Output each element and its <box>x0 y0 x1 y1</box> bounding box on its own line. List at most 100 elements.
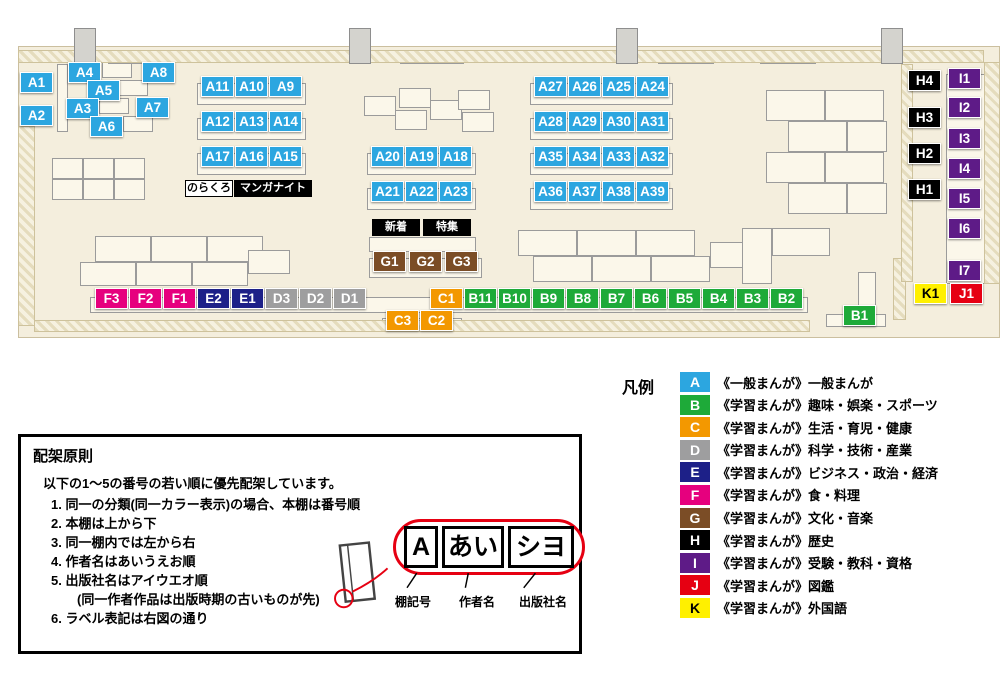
legend-category: 一般まんが <box>808 375 874 391</box>
legend-color-box-C: C <box>680 417 710 438</box>
shelf-label-I7: I7 <box>948 260 981 281</box>
legend-category: 歴史 <box>808 533 835 549</box>
legend-type: 《学習まんが》 <box>717 398 809 414</box>
sign-label-1: マンガナイト <box>234 180 312 197</box>
shelf-label-A13: A13 <box>235 111 268 132</box>
legend-category: 文化・音楽 <box>808 511 874 527</box>
label-annotation-2: 作者名 <box>459 595 496 609</box>
shelf-block <box>462 112 494 132</box>
shelf-label-A23: A23 <box>439 181 472 202</box>
shelf-label-A39: A39 <box>636 181 669 202</box>
shelving-principles-box: 配架原則 以下の1〜5の番号の若い順に優先配架しています。 1. 同一の分類(同… <box>18 434 585 654</box>
shelf-block <box>192 262 248 286</box>
legend-color-box-F: F <box>680 484 710 505</box>
shelf-label-A28: A28 <box>534 111 567 132</box>
pillar <box>349 28 371 64</box>
shelf-label-C2: C2 <box>420 310 453 331</box>
sign-label-0: のらくろ <box>185 180 233 197</box>
legend-item-G: G《学習まんが》文化・音楽 <box>680 507 1000 528</box>
shelf-label-A25: A25 <box>602 76 635 97</box>
principle-rule-3: 3. 同一棚内では左から右 <box>51 535 196 550</box>
legend-color-box-K: K <box>680 597 710 618</box>
shelf-label-A35: A35 <box>534 146 567 167</box>
shelf-label-I1: I1 <box>948 68 981 89</box>
shelf-label-G3: G3 <box>445 251 478 272</box>
shelf-label-A21: A21 <box>371 181 404 202</box>
legend-category: 外国語 <box>808 601 848 617</box>
shelf-label-B6: B6 <box>634 288 667 309</box>
shelf-block <box>151 236 207 262</box>
wall-hatch <box>18 126 35 326</box>
shelf-block <box>518 230 577 256</box>
shelf-block <box>772 228 830 256</box>
shelf-label-A6: A6 <box>90 116 123 137</box>
shelf-label-A19: A19 <box>405 146 438 167</box>
legend-type: 《一般まんが》 <box>717 375 809 391</box>
shelf-label-F2: F2 <box>129 288 162 309</box>
shelf-block <box>80 262 136 286</box>
legend-type: 《学習まんが》 <box>717 601 809 617</box>
wall-hatch <box>18 50 984 63</box>
sign-label-2: 新着 <box>372 219 420 236</box>
annotation-line-2 <box>464 573 469 588</box>
shelf-label-H1: H1 <box>908 179 941 200</box>
shelf-block <box>83 179 114 200</box>
shelf-label-H4: H4 <box>908 70 941 91</box>
shelf-label-J1: J1 <box>950 283 983 304</box>
shelf-label-A16: A16 <box>235 146 268 167</box>
shelf-label-H2: H2 <box>908 143 941 164</box>
legend-item-A: A 《一般まんが》一般まんが <box>680 372 1000 392</box>
legend-category: 図鑑 <box>808 578 835 594</box>
shelf-label-D1: D1 <box>333 288 366 309</box>
shelf-label-A36: A36 <box>534 181 567 202</box>
shelf-label-A2: A2 <box>20 105 53 126</box>
legend-color-box-A: A <box>680 372 710 392</box>
legend-category: 科学・技術・産業 <box>808 443 913 459</box>
legend-category: ビジネス・政治・経済 <box>808 465 939 481</box>
shelf-label-C3: C3 <box>386 310 419 331</box>
sign-label-3: 特集 <box>423 219 471 236</box>
principles-intro: 以下の1〜5の番号の若い順に優先配架しています。 <box>43 476 342 491</box>
legend-color-box-E: E <box>680 462 710 483</box>
label-author: あい <box>442 526 504 568</box>
shelf-label-A7: A7 <box>136 97 169 118</box>
shelf-block <box>458 90 490 110</box>
shelf-label-G1: G1 <box>373 251 406 272</box>
shelf-label-B10: B10 <box>498 288 531 309</box>
legend-category: 受験・教科・資格 <box>808 556 913 572</box>
legend-type: 《学習まんが》 <box>717 443 809 459</box>
shelf-label-A8: A8 <box>142 62 175 83</box>
principles-title: 配架原則 <box>33 448 94 465</box>
shelf-label-A24: A24 <box>636 76 669 97</box>
legend-item-D: D 《学習まんが》科学・技術・産業 <box>680 439 1000 460</box>
shelf-label-B4: B4 <box>702 288 735 309</box>
legend-color-box-I: I <box>680 552 710 573</box>
shelf-label-B7: B7 <box>600 288 633 309</box>
shelf-label-A5: A5 <box>87 80 120 101</box>
shelf-block <box>651 256 710 282</box>
shelf-label-A9: A9 <box>269 76 302 97</box>
legend-item-J: J《学習まんが》図鑑 <box>680 575 1000 596</box>
label-annotation-3: 出版社名 <box>519 595 568 609</box>
shelf-label-A10: A10 <box>235 76 268 97</box>
shelf-label-A14: A14 <box>269 111 302 132</box>
legend-type: 《学習まんが》 <box>717 533 809 549</box>
shelf-label-A1: A1 <box>20 72 53 93</box>
shelf-label-A27: A27 <box>534 76 567 97</box>
shelf-block <box>742 228 772 284</box>
shelf-block <box>95 236 151 262</box>
shelf-block <box>136 262 192 286</box>
legend-title: 凡例 <box>622 380 655 397</box>
pillar <box>74 28 96 64</box>
legend-color-box-D: D <box>680 439 710 460</box>
shelf-block <box>788 121 847 152</box>
legend-item-B: B《学習まんが》趣味・娯楽・スポーツ <box>680 394 1000 415</box>
shelf-label-A32: A32 <box>636 146 669 167</box>
shelf-block <box>533 256 592 282</box>
principle-rule-2: 2. 本棚は上から下 <box>51 516 157 531</box>
shelf-label-A34: A34 <box>568 146 601 167</box>
shelf-block <box>636 230 695 256</box>
